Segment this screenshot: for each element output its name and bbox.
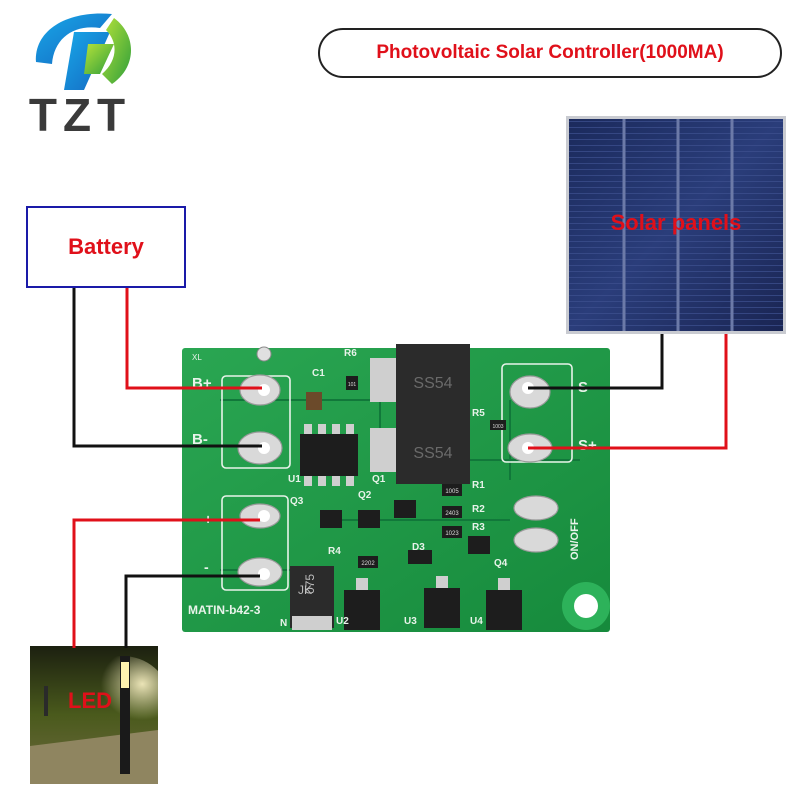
wire-solar-negative	[528, 334, 662, 388]
wire-solar-positive	[528, 334, 726, 448]
wire-battery-positive	[127, 288, 262, 388]
wire-battery-negative	[74, 288, 262, 446]
wire-led-positive	[74, 520, 260, 648]
wire-led-negative	[126, 576, 260, 648]
